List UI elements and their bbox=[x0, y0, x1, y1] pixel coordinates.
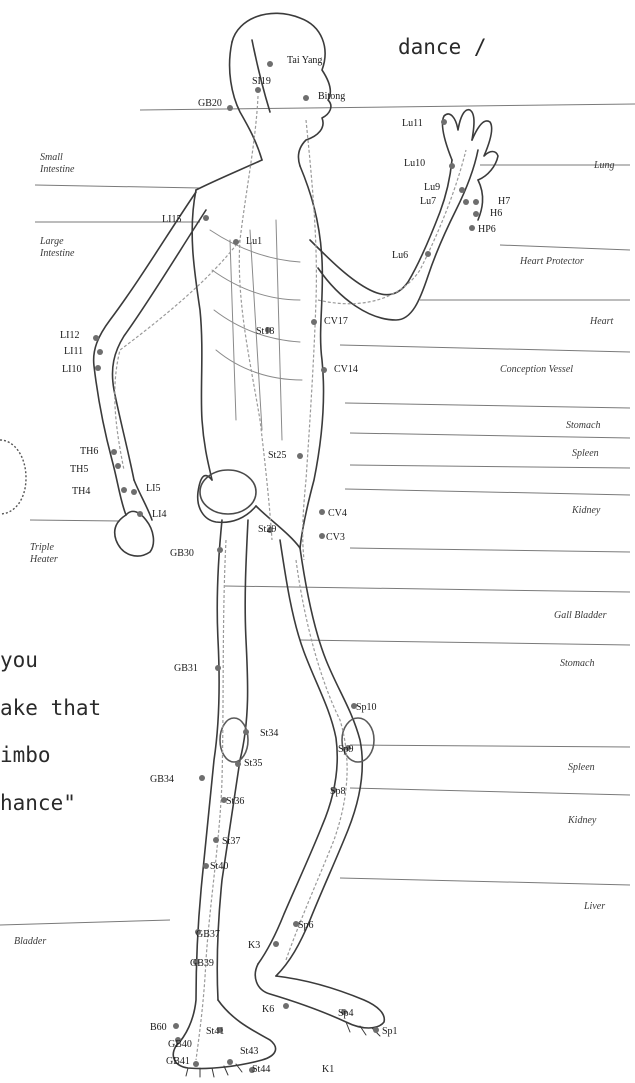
label-small-intestine-2: Intestine bbox=[39, 164, 75, 175]
point-sp6: Sp6 bbox=[298, 920, 314, 931]
label-gall-bladder: Gall Bladder bbox=[554, 610, 607, 621]
point-gb39: GB39 bbox=[190, 958, 214, 969]
point-lu10: Lu10 bbox=[404, 158, 425, 169]
point-hp6: HP6 bbox=[478, 224, 496, 235]
label-spleen-lower: Spleen bbox=[568, 762, 595, 773]
point-sp9: Sp9 bbox=[338, 744, 354, 755]
point-st43: St43 bbox=[240, 1046, 258, 1057]
point-gb20: GB20 bbox=[198, 98, 222, 109]
point-st36: St36 bbox=[226, 796, 244, 807]
point-st37: St37 bbox=[222, 836, 240, 847]
point-st34: St34 bbox=[260, 728, 278, 739]
point-cv3: CV3 bbox=[326, 532, 345, 543]
point-th6: TH6 bbox=[80, 446, 98, 457]
point-lu6: Lu6 bbox=[392, 250, 408, 261]
point-li11: LI11 bbox=[64, 346, 83, 357]
point-lu9: Lu9 bbox=[424, 182, 440, 193]
label-kidney-lower: Kidney bbox=[567, 815, 597, 826]
point-li4: LI4 bbox=[152, 509, 166, 520]
point-gb40: GB40 bbox=[168, 1039, 192, 1050]
point-k1: K1 bbox=[322, 1064, 334, 1075]
point-st40: St40 bbox=[210, 861, 228, 872]
label-heart: Heart bbox=[589, 316, 614, 327]
point-st18: St18 bbox=[256, 326, 274, 337]
point-sp1: Sp1 bbox=[382, 1026, 398, 1037]
point-li15: LI15 bbox=[162, 214, 181, 225]
label-large-intestine-1: Large bbox=[39, 236, 64, 247]
channel-lines bbox=[115, 96, 466, 1060]
point-sp4: Sp4 bbox=[338, 1008, 354, 1019]
point-lu7: Lu7 bbox=[420, 196, 436, 207]
point-th5: TH5 bbox=[70, 464, 88, 475]
point-h7: H7 bbox=[498, 196, 510, 207]
point-cv17: CV17 bbox=[324, 316, 348, 327]
label-conception-vessel: Conception Vessel bbox=[500, 364, 573, 375]
point-st35: St35 bbox=[244, 758, 262, 769]
point-li5: LI5 bbox=[146, 483, 160, 494]
point-sp8: Sp8 bbox=[330, 786, 346, 797]
point-k3: K3 bbox=[248, 940, 260, 951]
point-st44: St44 bbox=[252, 1064, 270, 1075]
typewriter-line-2: ake that bbox=[0, 696, 101, 720]
label-lung: Lung bbox=[593, 160, 615, 171]
typewriter-top-line: dance / bbox=[398, 35, 487, 59]
label-triple-heater-1: Triple bbox=[30, 542, 54, 553]
point-sp10: Sp10 bbox=[356, 702, 377, 713]
point-gb41: GB41 bbox=[166, 1056, 190, 1067]
meridian-labels: Small Intestine Large Intestine Triple H… bbox=[14, 152, 615, 947]
label-kidney-upper: Kidney bbox=[571, 505, 601, 516]
point-lu11: Lu11 bbox=[402, 118, 423, 129]
label-stomach-lower: Stomach bbox=[560, 658, 594, 669]
point-tai-yang: Tai Yang bbox=[287, 55, 322, 66]
point-li10: LI10 bbox=[62, 364, 81, 375]
point-cv4: CV4 bbox=[328, 508, 347, 519]
typewriter-line-4: hance" bbox=[0, 791, 76, 815]
point-cv14: CV14 bbox=[334, 364, 358, 375]
label-heart-protector: Heart Protector bbox=[519, 256, 584, 267]
point-st29: St29 bbox=[258, 524, 276, 535]
label-stomach-upper: Stomach bbox=[566, 420, 600, 431]
point-gb37: GB37 bbox=[196, 929, 220, 940]
label-small-intestine-1: Small bbox=[40, 152, 63, 163]
point-labels: Tai Yang SI19 Bitong GB20 Lu11 Lu10 Lu9 … bbox=[60, 55, 510, 1075]
typewriter-text: dance / you ake that imbo hance" bbox=[0, 35, 487, 815]
point-b60: B60 bbox=[150, 1022, 167, 1033]
point-st41: St41 bbox=[206, 1026, 224, 1037]
point-bitong: Bitong bbox=[318, 91, 345, 102]
point-si19: SI19 bbox=[252, 76, 271, 87]
point-li12: LI12 bbox=[60, 330, 79, 341]
acupoint-dots bbox=[93, 61, 479, 1073]
label-liver: Liver bbox=[583, 901, 605, 912]
point-lu1: Lu1 bbox=[246, 236, 262, 247]
point-gb30: GB30 bbox=[170, 548, 194, 559]
point-gb31: GB31 bbox=[174, 663, 198, 674]
typewriter-line-1: you bbox=[0, 648, 38, 672]
point-gb34: GB34 bbox=[150, 774, 174, 785]
point-h6: H6 bbox=[490, 208, 502, 219]
typewriter-line-3: imbo bbox=[0, 743, 51, 767]
label-triple-heater-2: Heater bbox=[29, 554, 58, 565]
point-st25: St25 bbox=[268, 450, 286, 461]
circle-fragment bbox=[0, 440, 26, 514]
label-large-intestine-2: Intestine bbox=[39, 248, 75, 259]
point-k6: K6 bbox=[262, 1004, 274, 1015]
label-spleen-upper: Spleen bbox=[572, 448, 599, 459]
label-bladder: Bladder bbox=[14, 936, 46, 947]
human-figure bbox=[94, 13, 498, 1077]
point-th4: TH4 bbox=[72, 486, 90, 497]
